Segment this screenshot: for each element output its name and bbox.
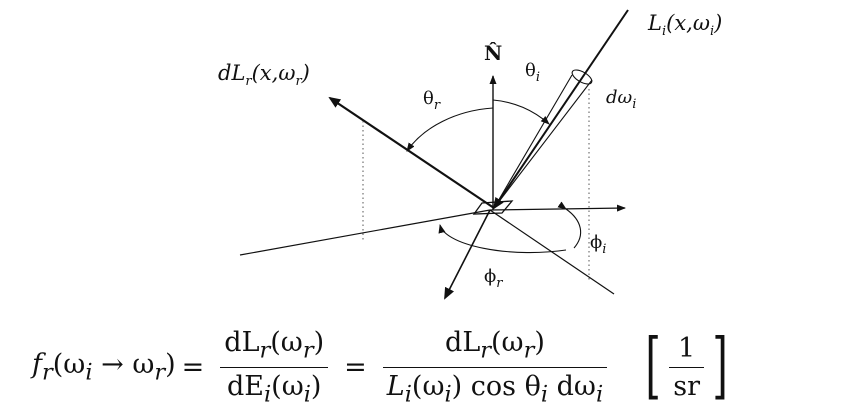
cone-edge-left bbox=[493, 74, 573, 209]
phi-r-axis bbox=[444, 209, 491, 300]
fraction-bar bbox=[382, 367, 608, 368]
cone-edge-right bbox=[493, 79, 593, 209]
surface-axis-right bbox=[489, 204, 626, 212]
fraction-numerator: dLr(ωr) bbox=[224, 326, 325, 364]
solid-angle-label: dωi bbox=[606, 87, 636, 112]
unit-bracket: [ 1 sr ] bbox=[645, 322, 728, 407]
theta-i-arc bbox=[492, 99, 550, 125]
brdf-lhs: fr(ωi → ωr) bbox=[32, 349, 176, 386]
phi-r-label: ϕr bbox=[484, 266, 503, 291]
theta-r-label: θr bbox=[423, 88, 441, 113]
phi-i-label: ϕi bbox=[590, 232, 606, 257]
brdf-equation: fr(ωi → ωr) = dLr(ωr) dEi(ωi) = dLr(ωr) … bbox=[0, 318, 862, 417]
fraction-denominator: Li(ωi) cos θi dωi bbox=[386, 371, 604, 408]
phi-i-arc bbox=[557, 201, 582, 249]
surface-axis-left bbox=[239, 209, 491, 256]
equals-sign: = bbox=[181, 352, 205, 383]
fraction-denominator: dEi(ωi) bbox=[226, 371, 322, 408]
theta-i-label: θi bbox=[525, 60, 540, 85]
expanded-fraction: dLr(ωr) Li(ωi) cos θi dωi bbox=[382, 326, 608, 409]
incident-radiance-label: Li(x,ωi) bbox=[647, 11, 722, 39]
normal-label: N̂ bbox=[484, 41, 502, 65]
fraction-bar bbox=[220, 367, 329, 368]
unit-fraction: 1 sr bbox=[669, 333, 705, 402]
equals-sign: = bbox=[344, 352, 367, 383]
incident-ray bbox=[492, 9, 629, 210]
phi-r-arc bbox=[438, 224, 567, 254]
radiance-irradiance-fraction: dLr(ωr) dEi(ωi) bbox=[220, 326, 329, 409]
theta-r-arc bbox=[406, 107, 494, 152]
reflected-radiance-label: dLr(x,ωr) bbox=[218, 61, 310, 89]
reflected-ray bbox=[328, 96, 495, 209]
solid-angle-cone-cap bbox=[571, 69, 593, 85]
fraction-numerator: dLr(ωr) bbox=[445, 326, 545, 364]
